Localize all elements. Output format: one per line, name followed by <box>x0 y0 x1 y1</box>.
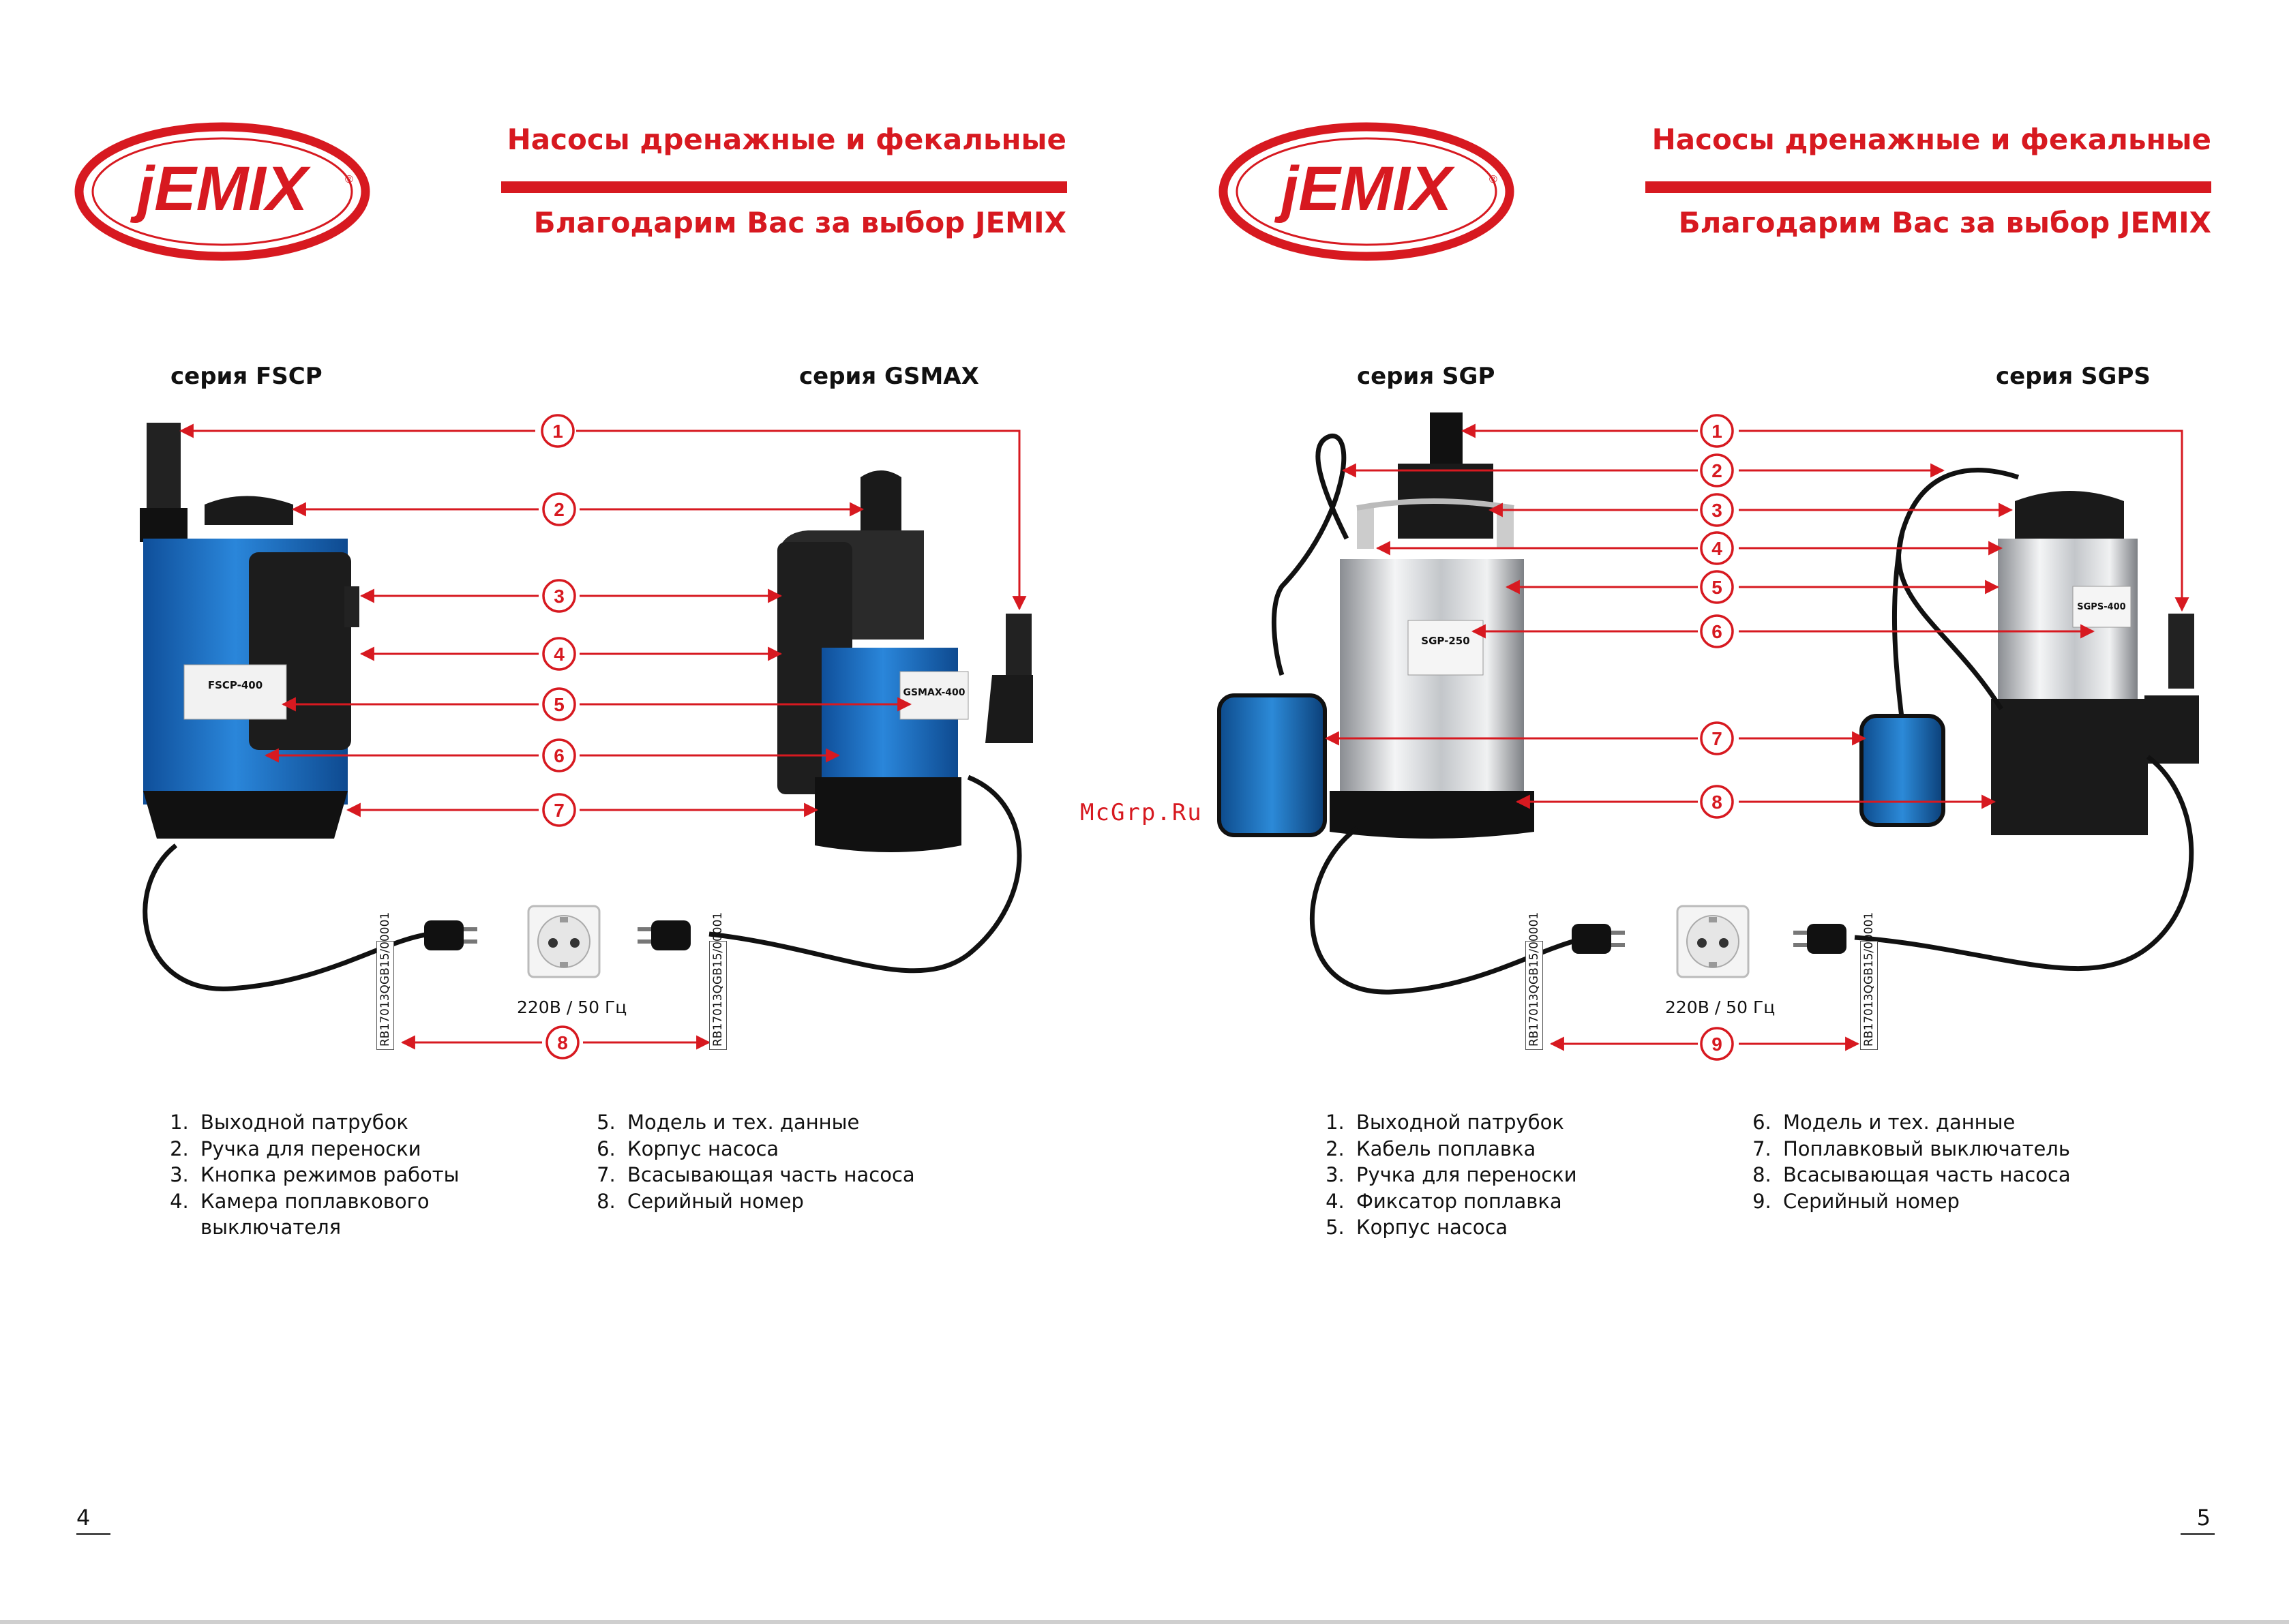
callout-7: 7 <box>542 793 576 827</box>
header-divider <box>1645 181 2211 193</box>
gsmax-model-plate: GSMAX-400 <box>903 687 965 698</box>
callout-4: 4 <box>1700 531 1734 565</box>
voltage-label: 220В / 50 Гц <box>1665 997 1776 1017</box>
svg-text:8: 8 <box>557 1032 568 1053</box>
series-label-a: серия FSCP <box>170 363 323 390</box>
svg-text:7: 7 <box>554 800 565 821</box>
header-title: Насосы дренажные и фекальные <box>507 123 1066 156</box>
serial-number-label: RB17013QGB15/00001 <box>1860 912 1878 1050</box>
svg-text:3: 3 <box>1711 500 1722 521</box>
plug-left <box>1572 924 1625 954</box>
power-socket-icon <box>527 905 601 978</box>
serial-number-label: RB17013QGB15/00001 <box>709 912 727 1050</box>
legend-item: Фиксатор поплавка <box>1351 1188 1674 1215</box>
series-label-a: серия SGP <box>1357 363 1495 390</box>
callout-5: 5 <box>1700 570 1734 604</box>
callout-9: 9 <box>1700 1027 1734 1061</box>
callout-7: 7 <box>1700 721 1734 755</box>
svg-text:2: 2 <box>554 499 565 520</box>
callout-6: 6 <box>1700 614 1734 648</box>
svg-text:1: 1 <box>1711 421 1722 442</box>
header-subtitle: Благодарим Вас за выбор JEMIX <box>533 206 1066 239</box>
callout-5: 5 <box>542 687 576 721</box>
series-label-b: серия SGPS <box>1996 363 2151 390</box>
svg-text:3: 3 <box>554 586 565 607</box>
sgps-model-plate: SGPS-400 <box>2077 602 2125 612</box>
voltage-label: 220В / 50 Гц <box>517 997 627 1017</box>
plug-right <box>638 920 691 950</box>
pump-diagram-left: FSCP-400 GSMAX-400 <box>140 414 1033 1059</box>
svg-text:2: 2 <box>1711 460 1722 481</box>
sgp-pump-image: SGP-250 <box>1217 412 1534 839</box>
legend-item: Ручка для переноски <box>195 1136 518 1162</box>
power-socket-icon <box>1676 905 1750 978</box>
svg-text:1: 1 <box>552 421 563 442</box>
svg-text:5: 5 <box>554 694 565 715</box>
legend-list: Выходной патрубок Кабель поплавка Ручка … <box>1319 1109 1674 1241</box>
serial-number-label: RB17013QGB15/00001 <box>376 912 394 1050</box>
page-number: 5 <box>2181 1505 2215 1535</box>
legend-item: Корпус насоса <box>622 1136 945 1162</box>
legend-item: Корпус насоса <box>1351 1214 1674 1241</box>
legend-item: Серийный номер <box>1778 1188 2128 1215</box>
sgps-pump-image: SGPS-400 <box>1859 468 2199 835</box>
plug-left <box>424 920 477 950</box>
page-number: 4 <box>76 1505 110 1535</box>
legend-item: Выходной патрубок <box>1351 1109 1674 1136</box>
callout-2: 2 <box>1700 453 1734 487</box>
legend-item: Камера поплавкового выключателя <box>195 1188 518 1241</box>
svg-text:®: ® <box>345 174 353 185</box>
svg-text:6: 6 <box>1711 621 1722 642</box>
legend-item: Поплавковый выключатель <box>1778 1136 2128 1162</box>
logo-text: jEMIX <box>130 154 311 224</box>
callout-3: 3 <box>542 579 576 613</box>
callout-1: 1 <box>541 414 575 448</box>
series-label-b: серия GSMAX <box>799 363 979 390</box>
fscp-model-plate: FSCP-400 <box>208 679 263 691</box>
pump-diagram-right: SGP-250 SGPS-400 <box>1217 412 2199 1061</box>
callout-8: 8 <box>1700 785 1734 819</box>
legend-list: Модель и тех. данные Поплавковый выключа… <box>1746 1109 2128 1214</box>
legend-list: Модель и тех. данные Корпус насоса Всасы… <box>590 1109 945 1214</box>
legend-item: Кнопка режимов работы <box>195 1162 518 1188</box>
header-divider <box>501 181 1067 193</box>
header-title: Насосы дренажные и фекальные <box>1651 123 2211 156</box>
callout-2: 2 <box>542 492 576 526</box>
legend-item: Модель и тех. данные <box>622 1109 945 1136</box>
callout-4: 4 <box>542 637 576 671</box>
legend-item: Всасывающая часть насоса <box>1778 1162 2128 1188</box>
sgp-model-plate: SGP-250 <box>1421 635 1469 647</box>
svg-text:7: 7 <box>1711 728 1722 749</box>
fscp-pump-image: FSCP-400 <box>140 423 359 839</box>
callout-6: 6 <box>542 738 576 772</box>
legend-item: Серийный номер <box>622 1188 945 1215</box>
svg-text:®: ® <box>1489 174 1497 185</box>
serial-number-label: RB17013QGB15/00001 <box>1525 912 1543 1050</box>
legend-item: Выходной патрубок <box>195 1109 518 1136</box>
jemix-logo: jEMIX ® <box>1218 122 1514 261</box>
legend-list: Выходной патрубок Ручка для переноски Кн… <box>164 1109 518 1241</box>
header-subtitle: Благодарим Вас за выбор JEMIX <box>1678 206 2211 239</box>
watermark: McGrp.Ru <box>1080 799 1203 826</box>
svg-text:5: 5 <box>1711 577 1722 598</box>
legend-item: Кабель поплавка <box>1351 1136 1674 1162</box>
bottom-edge <box>0 1620 2289 1624</box>
svg-text:4: 4 <box>554 644 565 665</box>
svg-text:6: 6 <box>554 745 565 766</box>
legend-item: Ручка для переноски <box>1351 1162 1674 1188</box>
legend-item: Всасывающая часть насоса <box>622 1162 945 1188</box>
svg-text:4: 4 <box>1711 538 1722 559</box>
plug-right <box>1793 924 1846 954</box>
logo-text: jEMIX <box>1274 154 1455 224</box>
callout-3: 3 <box>1700 493 1734 527</box>
svg-text:8: 8 <box>1711 792 1722 813</box>
jemix-logo: jEMIX ® <box>74 122 370 261</box>
svg-text:9: 9 <box>1711 1034 1722 1055</box>
legend-item: Модель и тех. данные <box>1778 1109 2128 1136</box>
callout-8: 8 <box>545 1025 580 1059</box>
callout-1: 1 <box>1700 414 1734 448</box>
